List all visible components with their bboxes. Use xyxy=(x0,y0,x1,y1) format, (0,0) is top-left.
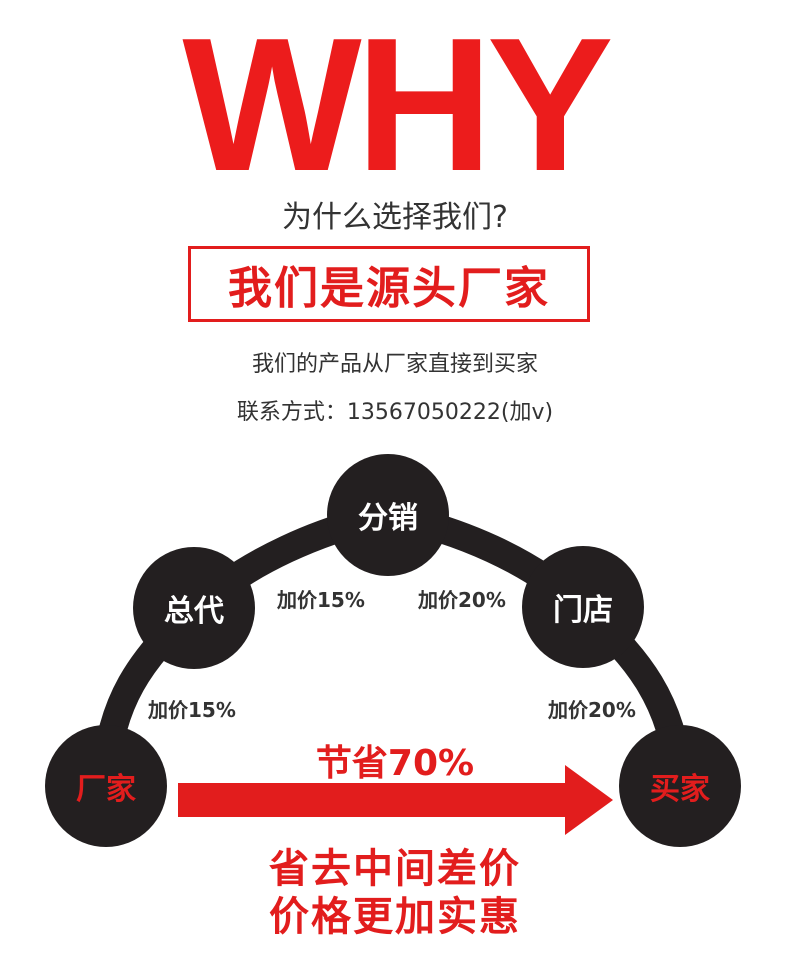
node-buyer: 买家 xyxy=(619,725,741,847)
better-price-text: 价格更加实惠 xyxy=(269,894,521,940)
node-distributor: 分销 xyxy=(327,454,449,576)
markup-agent-to-distributor: 加价15% xyxy=(277,588,365,612)
markup-store-to-buyer: 加价20% xyxy=(548,698,636,722)
node-store-label: 门店 xyxy=(553,593,613,628)
cut-middleman-text: 省去中间差价 xyxy=(269,846,521,892)
source-factory-text: 我们是源头厂家 xyxy=(228,263,550,314)
node-factory: 厂家 xyxy=(45,725,167,847)
direct-to-buyer-text: 我们的产品从厂家直接到买家 xyxy=(251,352,538,377)
savings-arrow xyxy=(178,765,613,835)
node-general-agent-label: 总代 xyxy=(164,594,224,629)
contact-info: 联系方式：13567050222(加v) xyxy=(236,400,554,425)
node-distributor-label: 分销 xyxy=(358,501,418,536)
markup-distributor-to-store: 加价20% xyxy=(418,588,506,612)
node-general-agent: 总代 xyxy=(133,547,255,669)
why-choose-us-question: 为什么选择我们? xyxy=(282,200,508,235)
savings-label: 节省70% xyxy=(315,743,475,784)
markup-factory-to-agent: 加价15% xyxy=(148,698,236,722)
source-factory-banner: 我们是源头厂家 xyxy=(188,246,590,322)
node-buyer-label: 买家 xyxy=(650,772,710,807)
node-factory-label: 厂家 xyxy=(76,772,136,807)
node-store: 门店 xyxy=(522,546,644,668)
why-heading: WHY xyxy=(182,0,613,211)
